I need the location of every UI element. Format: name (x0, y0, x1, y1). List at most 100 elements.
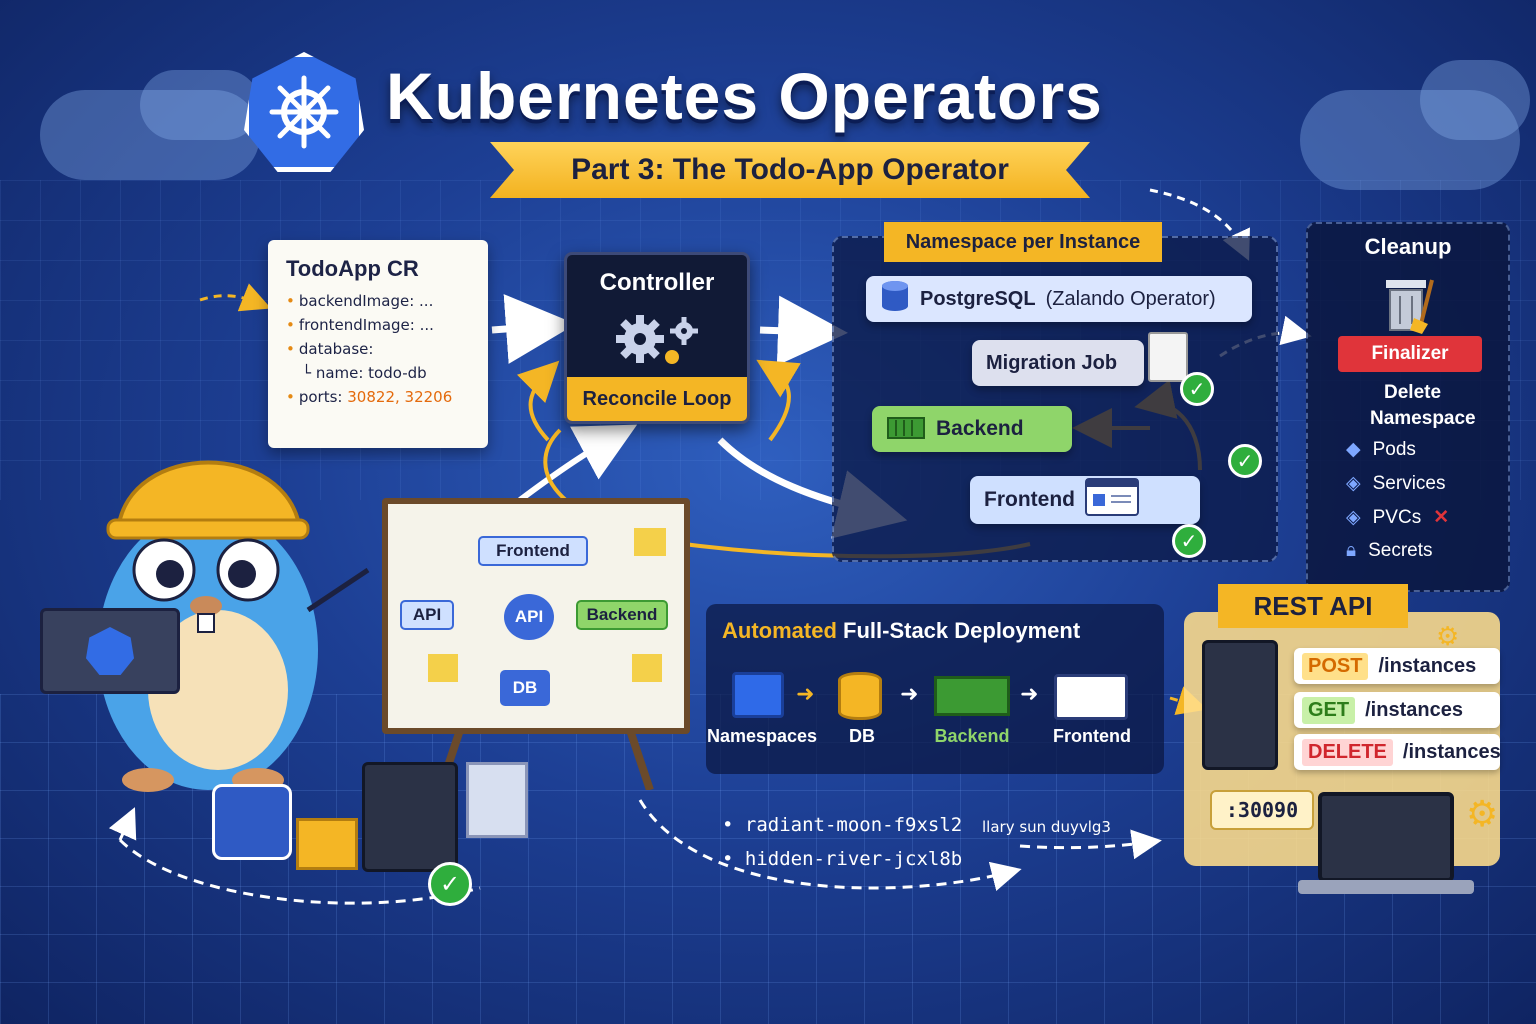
browser-window-icon (1084, 478, 1139, 522)
cr-ports-key: ports: (298, 388, 343, 406)
cloud-right-small (1420, 60, 1530, 140)
reconcile-loop-label: Reconcile Loop (567, 377, 747, 421)
page-title: Kubernetes Operators (386, 59, 1103, 133)
cleanup-item-label: Pods (1372, 438, 1416, 460)
gopher-mascot-icon (98, 460, 370, 792)
whiteboard: Frontend API API Backend DB (382, 498, 690, 734)
endpoint-get[interactable]: GET/instances (1294, 692, 1500, 728)
delete-line1: Delete (1384, 382, 1442, 403)
automated-title: Automated Full-Stack Deployment (722, 618, 1080, 644)
subtitle-ribbon: Part 3: The Todo-App Operator (490, 142, 1090, 198)
method-get: GET (1302, 696, 1356, 724)
board-api-node: API (400, 600, 454, 630)
postgresql-label: PostgreSQL (920, 287, 1036, 310)
backend-container-icon (886, 412, 926, 446)
kubernetes-small-logo-icon (86, 627, 134, 675)
cloud-right (1300, 90, 1520, 190)
sticky-note-icon (632, 654, 662, 682)
lock-icon: 🔒︎ (1346, 540, 1357, 561)
endpoint-post[interactable]: POST/instances (1294, 648, 1500, 684)
server-rack-icon (362, 762, 458, 872)
pvcs-icon: ◈ (1346, 507, 1361, 528)
stack-check-icon: ✓ (428, 862, 472, 906)
delete-line2: Namespace (1370, 408, 1476, 429)
server-rack-icon (1202, 640, 1278, 770)
controller-title: Controller (599, 269, 715, 296)
cr-frontend-text: frontendImage: ... (298, 316, 434, 334)
automated-title-highlight: Automated (722, 618, 837, 643)
container-box-icon (296, 818, 358, 870)
cleanup-item-label: Services (1372, 472, 1446, 494)
cr-card-title: TodoApp CR (286, 256, 419, 281)
port-badge: :30090 (1210, 790, 1314, 830)
stage-label-backend: Backend (934, 726, 1010, 746)
cr-backend-text: backendImage: ... (298, 292, 434, 310)
endpoint-path: /instances (1365, 698, 1463, 721)
stage-label-namespaces: Namespaces (706, 726, 818, 746)
todoapp-cr-card: TodoApp CR •backendImage: ... •frontendI… (268, 240, 488, 448)
laptop-icon (40, 608, 180, 694)
backend-check-icon: ✓ (1228, 444, 1262, 478)
services-icon: ◈ (1346, 473, 1361, 494)
migration-job-node: Migration Job (972, 340, 1144, 386)
method-delete: DELETE (1302, 738, 1393, 766)
postgres-elephant-icon (212, 784, 292, 860)
instance-name-text: radiant-moon-f9xsl2 (744, 814, 963, 836)
automated-title-rest: Full-Stack Deployment (843, 618, 1081, 643)
gears-icon (567, 311, 747, 367)
sticky-note-icon (428, 654, 458, 682)
method-post: POST (1302, 652, 1369, 680)
frontend-node: Frontend (970, 476, 1200, 524)
delete-namespace-text: Delete Namespace (1340, 380, 1490, 432)
arrow-icon: ➜ (900, 682, 919, 707)
instance-name: • hidden-river-jcxl8b (722, 848, 963, 870)
frontend-check-icon: ✓ (1172, 524, 1206, 558)
trash-bin-icon (1382, 276, 1442, 338)
instance-name: • radiant-moon-f9xsl2 (722, 814, 963, 836)
stage-label-frontend: Frontend (1053, 726, 1131, 746)
cleanup-item-secrets: 🔒︎ Secrets (1346, 540, 1433, 562)
pods-icon: ◆ (1346, 439, 1361, 460)
arrow-icon: ➜ (796, 682, 815, 707)
board-backend-node: Backend (576, 600, 668, 630)
container-box-icon (466, 762, 528, 838)
database-icon (880, 280, 910, 318)
cr-database-text: database: (298, 340, 374, 358)
cleanup-title: Cleanup (1364, 234, 1452, 259)
cleanup-item-label: PVCs (1372, 506, 1422, 528)
delete-x-icon: ✕ (1433, 507, 1450, 528)
backend-label: Backend (936, 417, 1024, 440)
db-cylinder-icon (838, 672, 882, 720)
backend-containers-icon (934, 676, 1010, 716)
board-frontend-node: Frontend (478, 536, 588, 566)
finalizer-badge: Finalizer (1338, 336, 1482, 372)
gear-icon: ⚙ (1466, 794, 1499, 835)
cr-name-text: name: todo-db (315, 364, 427, 382)
endpoint-path: /instances (1378, 654, 1477, 677)
postgresql-node: PostgreSQL (Zalando Operator) (866, 276, 1252, 322)
namespace-label: Namespace per Instance (884, 222, 1162, 262)
laptop-icon (1318, 792, 1454, 882)
rest-api-label: REST API (1218, 584, 1408, 628)
document-icon (1148, 332, 1188, 382)
board-db-node: DB (500, 670, 550, 706)
cleanup-item-services: ◈ Services (1346, 472, 1445, 495)
cr-ports-value: 30822, 32206 (347, 388, 453, 406)
sticky-note-icon (634, 528, 666, 556)
controller-box: Controller Reconcile Loop (564, 252, 750, 424)
migration-check-icon: ✓ (1180, 372, 1214, 406)
migration-job-label: Migration Job (986, 351, 1118, 374)
instance-name-extra: llary sun duyvlg3 (982, 818, 1111, 836)
endpoint-delete[interactable]: DELETE/instances (1294, 734, 1501, 770)
instance-name-text: hidden-river-jcxl8b (744, 848, 963, 870)
cleanup-item-label: Secrets (1368, 540, 1433, 561)
stage-label-db: DB (849, 726, 875, 746)
cr-name-line: └ name: todo-db (302, 364, 427, 382)
backend-node: Backend (872, 406, 1072, 452)
browser-window-icon (1054, 674, 1128, 720)
cr-database-line: •database: (286, 340, 374, 358)
laptop-base (1298, 880, 1474, 894)
cr-ports-line: •ports: 30822, 32206 (286, 388, 453, 406)
frontend-label: Frontend (984, 488, 1075, 511)
namespace-cube-icon (732, 672, 784, 718)
